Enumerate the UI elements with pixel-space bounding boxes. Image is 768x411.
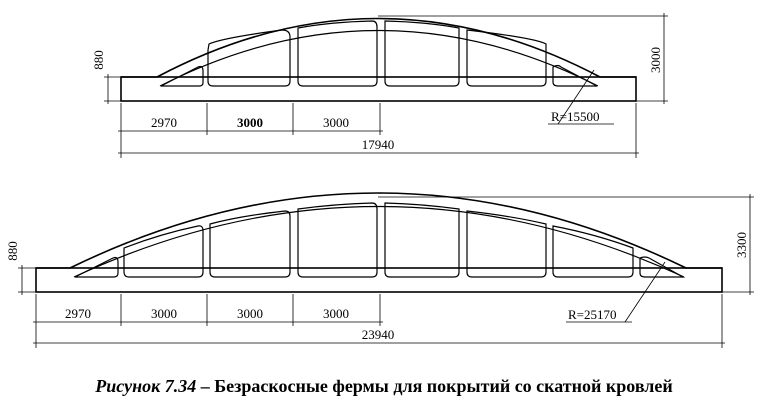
truss-bottom-dimensions [18, 194, 754, 348]
truss-bottom-labels: 2970 3000 3000 3000 23940 880 3300 R=251… [5, 232, 749, 342]
dim-bottom-4: 3000 [323, 306, 349, 321]
radius-bottom-label: R=25170 [568, 307, 617, 322]
dim-top-end-height: 880 [91, 50, 106, 70]
truss-bottom-outline [35, 192, 723, 293]
truss-bottom-panels [74, 202, 686, 278]
caption-dash: – [196, 376, 215, 396]
dim-top-2: 3000 [237, 115, 263, 130]
dim-bottom-end-height: 880 [5, 241, 20, 261]
radius-top-label: R=15500 [551, 109, 600, 124]
dim-bottom-3: 3000 [237, 306, 263, 321]
dim-bottom-total: 23940 [362, 327, 395, 342]
truss-top-outline [120, 17, 637, 102]
dim-top-total: 17940 [362, 137, 395, 152]
dim-top-total-height: 3000 [648, 47, 663, 73]
dim-bottom-total-height: 3300 [734, 232, 749, 258]
truss-top-dimensions [104, 13, 668, 158]
figure-caption: Рисунок 7.34 – Безраскосные фермы для по… [0, 376, 768, 397]
dim-top-3: 3000 [323, 115, 349, 130]
caption-label: Рисунок 7.34 [95, 376, 197, 396]
dim-bottom-1: 2970 [65, 306, 91, 321]
truss-top-panels [160, 20, 598, 87]
dim-top-1: 2970 [151, 115, 177, 130]
truss-top-labels: 2970 3000 3000 17940 880 3000 R=15500 [91, 47, 663, 152]
caption-text: Безраскосные фермы для покрытий со скатн… [214, 376, 673, 396]
dim-bottom-2: 3000 [151, 306, 177, 321]
